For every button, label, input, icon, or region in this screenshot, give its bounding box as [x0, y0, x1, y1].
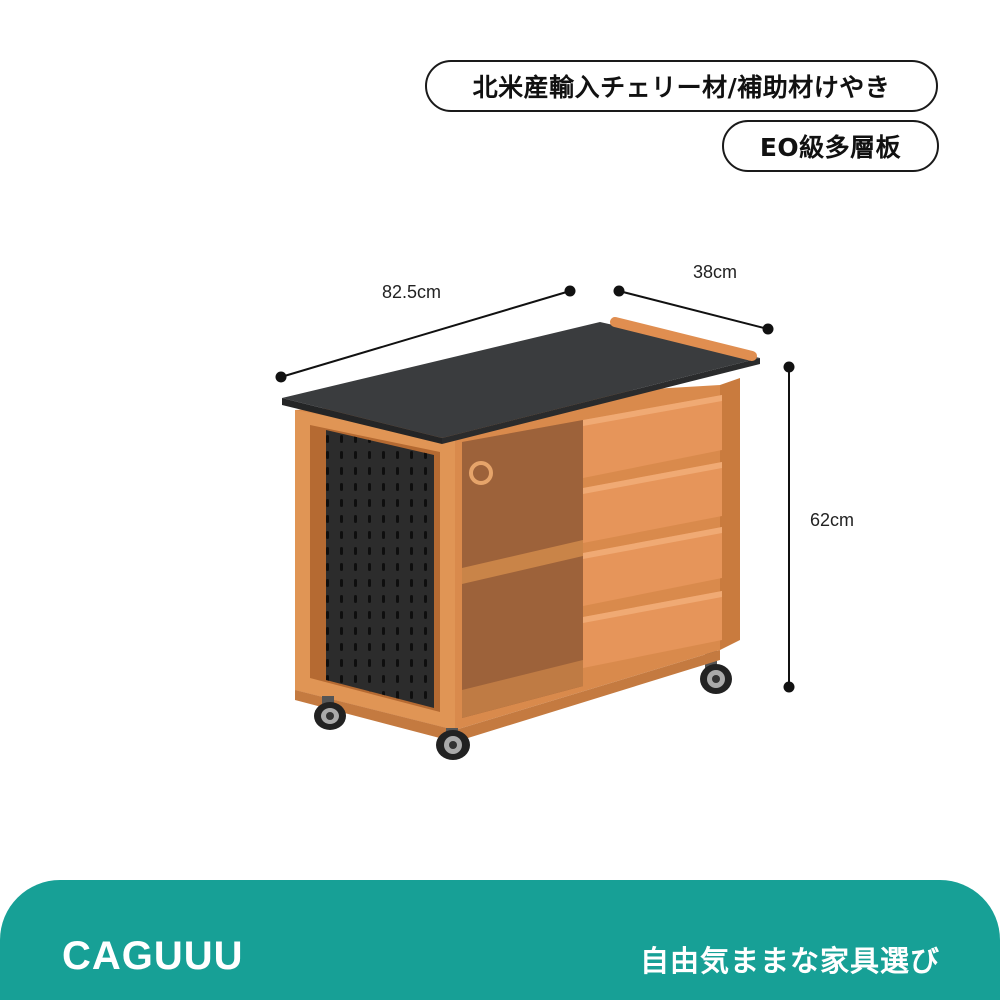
drawer-stack — [583, 395, 722, 668]
caster-back-right — [700, 650, 732, 694]
cabinet-side-panel — [720, 378, 740, 650]
width-label: 82.5cm — [382, 282, 442, 302]
black-tabletop — [282, 322, 760, 444]
depth-dimension-line — [613, 285, 774, 335]
footer-banner — [0, 880, 1000, 1000]
brand-logo: CAGUUU — [62, 934, 244, 978]
bottom-rail — [295, 650, 720, 742]
material-tag: 北米産輸入チェリー材/補助材けやき — [425, 60, 938, 112]
board-tag: EO級多層板 — [722, 120, 939, 172]
depth-label: 38cm — [693, 262, 738, 282]
pegboard-panel — [326, 430, 434, 708]
caster-front-right — [436, 728, 470, 760]
material-tag-label: 北米産輸入チェリー材/補助材けやき — [472, 73, 891, 102]
rear-handle-bar — [610, 317, 757, 361]
width-dimension-line — [275, 285, 576, 383]
height-label: 62cm — [810, 510, 855, 530]
tagline: 自由気ままな家具選び — [639, 944, 940, 978]
caster-front-left — [314, 696, 346, 730]
height-dimension-line — [783, 361, 795, 693]
board-tag-label: EO級多層板 — [759, 133, 902, 162]
handle-ring-icon — [469, 461, 493, 485]
open-shelf-compartment — [462, 420, 583, 718]
